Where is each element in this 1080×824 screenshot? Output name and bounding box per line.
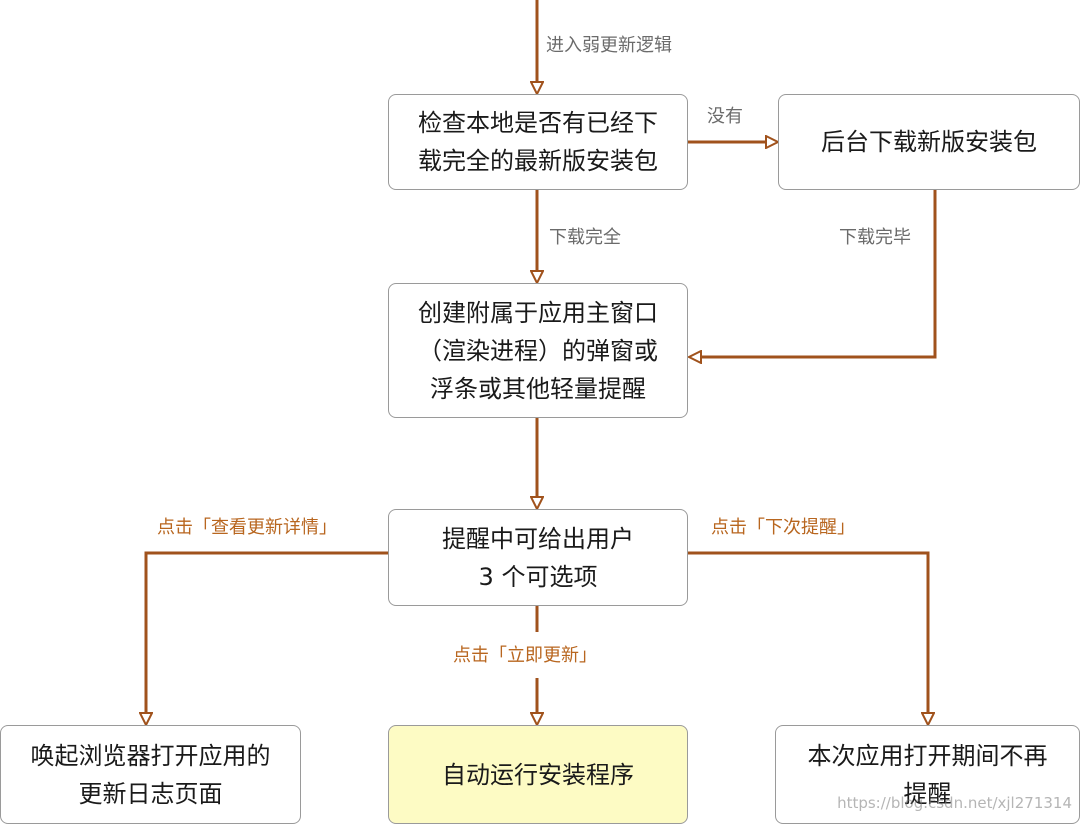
- edge-label-view-details: 点击「查看更新详情」: [157, 517, 337, 538]
- arrow-next-time: [688, 551, 928, 724]
- node-auto-install: 自动运行安装程序: [388, 725, 688, 824]
- node-create-popup-text: 创建附属于应用主窗口 （渲染进程）的弹窗或 浮条或其他轻量提醒: [418, 298, 658, 403]
- node-bg-download: 后台下载新版安装包: [778, 94, 1080, 190]
- node-create-popup: 创建附属于应用主窗口 （渲染进程）的弹窗或 浮条或其他轻量提醒: [388, 283, 688, 418]
- node-check-local-text: 检查本地是否有已经下 载完全的最新版安装包: [418, 109, 658, 175]
- arrow-view-details: [146, 551, 388, 724]
- node-options-text: 提醒中可给出用户 3 个可选项: [442, 524, 634, 591]
- edge-label-next-time: 点击「下次提醒」: [711, 517, 855, 538]
- node-auto-install-text: 自动运行安装程序: [442, 760, 634, 789]
- edge-label-enter: 进入弱更新逻辑: [546, 35, 672, 56]
- arrow-download-done: [690, 190, 937, 357]
- watermark: https://blog.csdn.net/xjl271314: [837, 794, 1072, 812]
- node-open-browser: 唤起浏览器打开应用的 更新日志页面: [0, 725, 301, 824]
- node-open-browser-text: 唤起浏览器打开应用的 更新日志页面: [30, 741, 271, 808]
- edge-label-download-done: 下载完毕: [839, 227, 911, 248]
- node-no-remind-text: 本次应用打开期间不再 提醒: [807, 741, 1048, 808]
- node-check-local: 检查本地是否有已经下 载完全的最新版安装包: [388, 94, 688, 190]
- edge-label-update-now: 点击「立即更新」: [453, 645, 597, 666]
- node-options: 提醒中可给出用户 3 个可选项: [388, 509, 688, 606]
- node-bg-download-text: 后台下载新版安装包: [821, 128, 1037, 156]
- edge-label-download-complete: 下载完全: [549, 227, 621, 248]
- edge-label-no: 没有: [707, 106, 743, 127]
